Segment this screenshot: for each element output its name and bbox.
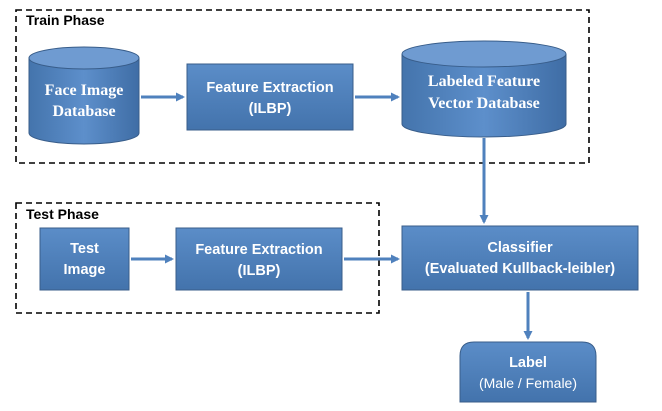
- test-phase-title: Test Phase: [26, 206, 99, 222]
- feature-extraction-train-line1: Feature Extraction: [206, 80, 333, 96]
- label-line1: Label: [509, 355, 547, 371]
- feature-extraction-test-node: Feature Extraction (ILBP): [175, 227, 343, 291]
- feature-extraction-test-line1: Feature Extraction: [195, 242, 322, 258]
- feature-extraction-test-line2: (ILBP): [238, 263, 281, 279]
- train-phase-group: Train Phase: [15, 9, 590, 164]
- feature-extraction-train-line2: (ILBP): [249, 101, 292, 117]
- test-image-node: Test Image: [39, 227, 130, 291]
- arrows: [131, 92, 533, 340]
- test-phase-group: Test Phase: [15, 202, 380, 314]
- test-image-line2: Image: [64, 262, 106, 278]
- label-line2: (Male / Female): [479, 375, 577, 391]
- labeled-db-line1: Labeled Feature: [428, 73, 540, 90]
- face-db-line1: Face Image: [45, 82, 124, 99]
- test-phase-border: [15, 202, 380, 314]
- train-phase-border: [15, 9, 590, 164]
- feature-extraction-train-node: Feature Extraction (ILBP): [186, 63, 354, 131]
- train-phase-title: Train Phase: [26, 12, 105, 28]
- classifier-node: Classifier (Evaluated Kullback-leibler): [401, 225, 639, 291]
- label-node: Label (Male / Female): [459, 341, 597, 403]
- labeled-feature-vector-database-node: Labeled Feature Vector Database: [401, 40, 567, 138]
- classifier-line1: Classifier: [487, 240, 553, 256]
- test-image-line1: Test: [70, 241, 99, 257]
- face-db-line2: Database: [52, 103, 115, 120]
- labeled-db-line2: Vector Database: [428, 95, 540, 112]
- face-image-database-node: Face Image Database: [28, 46, 140, 145]
- classifier-line2: (Evaluated Kullback-leibler): [425, 261, 615, 277]
